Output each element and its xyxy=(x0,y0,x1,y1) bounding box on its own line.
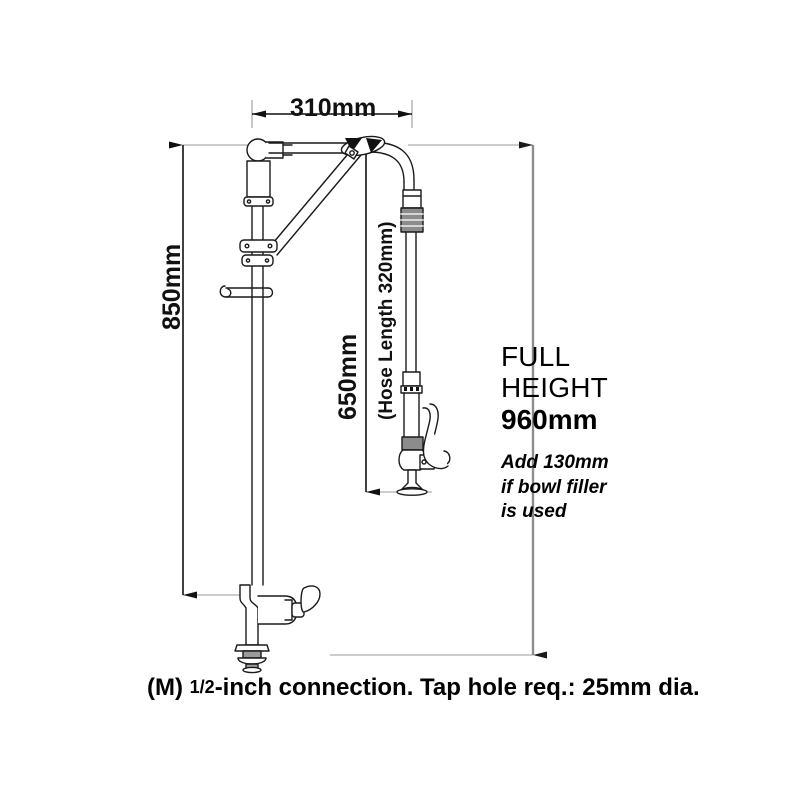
deck-mount-flange xyxy=(234,644,270,674)
support-strut xyxy=(267,145,362,256)
spray-head-collar xyxy=(400,371,424,451)
full-height-callout: FULL HEIGHT 960mm Add 130mm if bowl fill… xyxy=(501,341,681,525)
caption-rest: -inch connection. Tap hole req.: 25mm di… xyxy=(214,674,700,701)
spray-nozzle xyxy=(396,469,428,496)
callout-note-line-1: Add 130mm xyxy=(501,452,609,474)
hose-upper-coupling xyxy=(400,189,424,233)
lower-valve-lever xyxy=(300,585,321,613)
elbow-downtube xyxy=(368,141,415,191)
caption-prefix: (M) xyxy=(147,674,190,701)
caption-fraction: 1/2 xyxy=(189,677,215,697)
dimension-lines xyxy=(169,110,547,659)
callout-note-line-2: if bowl filler xyxy=(501,476,607,498)
hose-hook xyxy=(219,285,274,298)
lower-valve-body xyxy=(239,584,305,646)
dimension-label-hose-length: (Hose Length 320mm) xyxy=(376,221,397,420)
callout-note: Add 130mm if bowl filler is used xyxy=(501,451,681,525)
caption-text: (M) 1/2-inch connection. Tap hole req.: … xyxy=(147,674,700,702)
spray-lever-handle xyxy=(422,403,451,470)
upper-sleeve xyxy=(243,160,274,207)
dimension-label-310: 310mm xyxy=(290,94,377,122)
riser-column xyxy=(251,194,264,586)
callout-line-2: HEIGHT xyxy=(501,372,608,404)
mid-bracket xyxy=(239,239,278,267)
callout-line-1: FULL xyxy=(501,341,571,372)
callout-value: 960mm xyxy=(501,403,598,435)
callout-note-line-3: is used xyxy=(501,501,567,523)
flexible-hose xyxy=(405,231,417,373)
dimension-label-850: 850mm xyxy=(158,243,186,330)
dimension-label-650: 650mm xyxy=(334,333,362,420)
tap-assembly xyxy=(219,135,451,674)
spout-swivel-tip xyxy=(340,135,386,157)
swivel-ball-joint xyxy=(246,138,293,162)
